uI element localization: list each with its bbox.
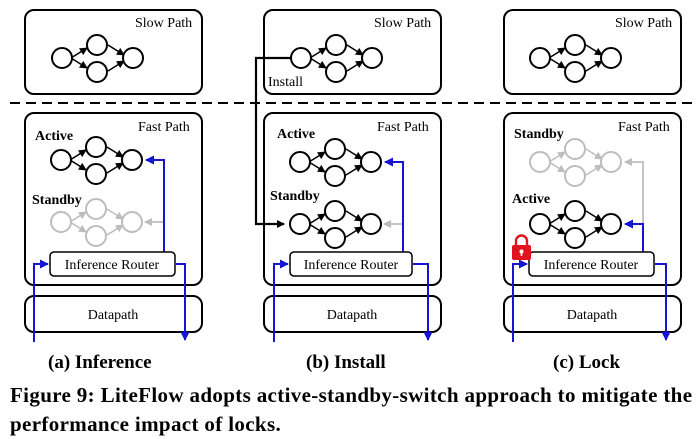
- inference-router-box: [289, 251, 413, 277]
- fast-path-title: Fast Path: [618, 120, 670, 135]
- slow-path-box: [24, 9, 203, 95]
- slow-path-box: [263, 9, 442, 95]
- slow-path-box: [503, 9, 682, 95]
- inference-router-label: Inference Router: [304, 258, 399, 273]
- inference-router-label: Inference Router: [544, 258, 639, 273]
- subcaption-inference: (a) Inference: [48, 352, 152, 373]
- inference-router-box: [528, 251, 655, 277]
- subcaption-lock: (c) Lock: [553, 352, 621, 373]
- active-feedback-arrow: [384, 157, 404, 252]
- standby-network: [50, 198, 143, 247]
- install-arrow: [254, 56, 291, 228]
- standby-feedback-arrow: [624, 158, 644, 252]
- active-network: [289, 138, 382, 187]
- active-label: Active: [512, 192, 550, 207]
- standby-network: [529, 138, 622, 187]
- standby-label: Standby: [32, 193, 82, 208]
- fast-path-title: Fast Path: [138, 120, 190, 135]
- output-arrow: [413, 263, 433, 341]
- subcaption-install: (b) Install: [306, 352, 386, 373]
- input-arrow: [512, 259, 528, 342]
- datapath-box: [503, 295, 682, 333]
- output-arrow: [655, 263, 671, 341]
- figure-caption: Figure 9: LiteFlow adopts active-standby…: [10, 383, 693, 436]
- datapath-label: Datapath: [567, 308, 618, 323]
- fast-path-title: Fast Path: [377, 120, 429, 135]
- install-label: Install: [268, 75, 303, 90]
- active-network: [529, 200, 622, 249]
- active-feedback-arrow: [145, 155, 165, 252]
- panel-lock: Slow Path Fast Path Standby Active: [503, 9, 682, 342]
- inference-router-box: [49, 251, 176, 277]
- active-feedback-arrow: [624, 219, 644, 252]
- slow-path-network: [290, 34, 383, 83]
- standby-network: [289, 200, 382, 249]
- datapath-label: Datapath: [327, 308, 378, 323]
- input-arrow: [273, 259, 289, 342]
- datapath-label: Datapath: [88, 308, 139, 323]
- panel-inference: Slow Path Fast Path Active Standby: [24, 9, 203, 342]
- standby-feedback-arrow: [383, 220, 404, 252]
- datapath-box: [24, 295, 203, 333]
- active-label: Active: [35, 129, 73, 144]
- fast-path-box: [503, 112, 682, 286]
- slow-path-title: Slow Path: [135, 16, 192, 31]
- standby-feedback-arrow: [144, 218, 165, 252]
- standby-label: Standby: [270, 189, 320, 204]
- active-label: Active: [277, 127, 315, 142]
- slow-path-network: [529, 34, 622, 83]
- panel-install: Slow Path Install Fast Path Active Stand…: [254, 9, 442, 342]
- slow-path-network: [51, 34, 144, 83]
- inference-router-label: Inference Router: [65, 258, 160, 273]
- slow-path-title: Slow Path: [615, 16, 672, 31]
- standby-label: Standby: [514, 127, 564, 142]
- fast-path-box: [263, 112, 442, 286]
- datapath-box: [263, 295, 442, 333]
- input-arrow: [33, 259, 49, 342]
- slow-path-title: Slow Path: [374, 16, 431, 31]
- output-arrow: [176, 263, 190, 341]
- active-network: [50, 136, 143, 185]
- lock-icon: [512, 234, 531, 260]
- fast-path-box: [24, 112, 203, 286]
